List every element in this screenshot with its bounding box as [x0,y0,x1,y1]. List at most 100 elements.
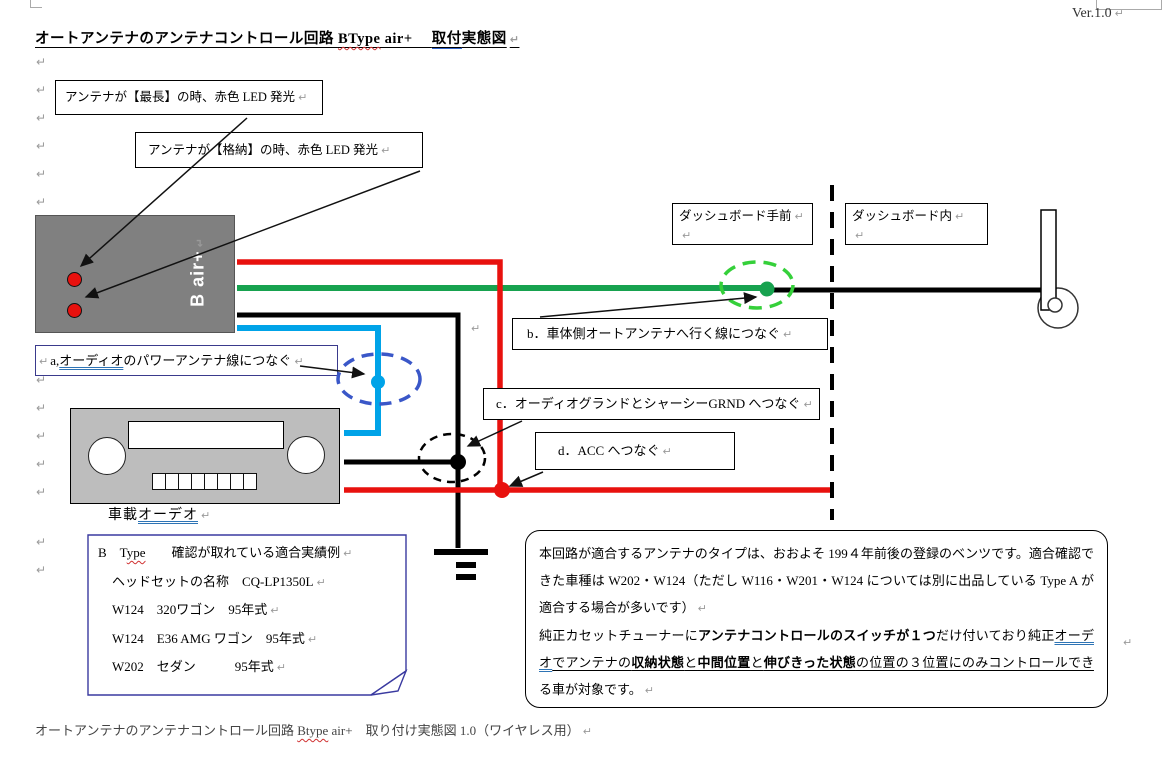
compat-list: B Type 確認が取れている適合実績例↵ ヘッドセットの名称 CQ-LP135… [98,539,398,682]
acc-junction-dot [494,482,510,498]
compat-line-text: W124 E36 AMG ワゴン 95年式 [112,630,305,646]
version-text: Ver.1.0 [1072,6,1112,21]
audio-knob-left [88,437,126,475]
label-connection-b-text: b．車体側オートアンテナへ行く線につなぐ [527,326,780,341]
text-boundary-mark [30,0,42,8]
zone-dashboard-inside: ダッシュボード内↵ ↵ [845,203,988,245]
black-highlight-ellipse [417,432,487,484]
margin-paragraph-marks-bottom: ↵ ↵ [36,528,46,584]
paragraph-mark: ↵ [36,563,47,577]
paragraph-mark: ↵ [794,210,804,223]
margin-paragraph-marks-top: ↵ ↵ ↵ ↵ ↵ ↵ [36,48,46,216]
audio-knob-right [287,436,325,474]
paragraph-mark: ↵ [36,83,47,97]
p2-seg-bold-underline: 伸びきった状態 [763,655,856,670]
p2-seg-underline: と [750,655,764,670]
compat-line: W124 E36 AMG ワゴン 95年式↵ [98,625,398,654]
paragraph-mark: ↵ [36,485,47,499]
paragraph-mark: ↵ [1114,7,1124,20]
label-connection-d: d．ACC へつなぐ↵ [535,432,735,470]
title-suffix: 実態図 [461,31,507,47]
footer-post: air+ 取り付け実態図 1.0（ワイヤレス用） [328,723,580,738]
label-connection-a-rest: のパワーアンテナ線につなぐ [123,353,292,368]
label-connection-a: ↵a,オーディオのパワーアンテナ線につなぐ↵ [35,345,338,376]
paragraph-mark: ↵ [36,401,47,415]
arrow-connection-b [539,292,758,318]
paragraph-mark: ↵ [36,373,47,387]
compat-line: W124 320ワゴン 95年式↵ [98,596,398,625]
margin-paragraph-marks-mid: ↵ ↵ ↵ ↵ ↵ [36,366,46,506]
paragraph-mark: ↵ [955,210,965,223]
paragraph-mark: ↵ [294,355,304,368]
led-stored-indicator [67,303,82,318]
zone-dashboard-front: ダッシュボード手前↵ ↵ [672,203,813,245]
paragraph-mark: ↵ [855,229,865,242]
arrow-connection-c [466,420,523,447]
p2-seg: る車が対象です。 [539,682,642,697]
main-note-paragraph-2: 純正カセットチューナーにアンテナコントロールのスイッチが１つだけ付いており純正オ… [539,622,1094,704]
audio-button [230,473,244,490]
paragraph-mark: ↵ [316,575,326,589]
p2-seg-underline: と [684,655,698,670]
label-connection-d-text: d．ACC へつなぐ [558,443,660,458]
paragraph-mark: ↵ [644,684,654,697]
callout-led-stored-text: アンテナが【格納】の時、赤色 LED 発光 [148,143,379,157]
paragraph-mark: ↵ [307,632,318,646]
main-note-box: 本回路が適合するアンテナのタイプは、おおよそ 199４年前後の登録のベンツです。… [525,530,1108,708]
paragraph-mark: ↵ [782,328,793,341]
paragraph-mark: ↵ [36,535,47,549]
p2-seg-underline: の位置の３位置にのみコントロールでき [855,655,1094,670]
audio-button [243,473,257,490]
paragraph-mark: ↵ [193,237,207,248]
compat-title-post: 確認が取れている適合実績例 [145,545,341,560]
compat-line-text: W202 セダン 95年式 [112,659,274,674]
audio-label-underlined: オーデオ [138,508,198,523]
label-connection-b: b．車体側オートアンテナへ行く線につなぐ↵ [512,318,828,350]
audio-button [152,473,166,490]
zone-dashboard-front-text: ダッシュボード手前 [679,209,792,223]
zone-dashboard-inside-text: ダッシュボード内 [852,209,953,223]
blue-junction-dot [371,375,385,389]
paragraph-mark: ↵ [36,429,47,443]
compat-line-text: ヘッドセットの名称 CQ-LP1350L [112,573,314,589]
main-note-p1-text: 本回路が適合するアンテナのタイプは、おおよそ 199４年前後の登録のベンツです。… [539,546,1094,615]
ground-symbol [434,549,488,580]
arrow-connection-d [508,471,544,487]
paragraph-mark: ↵ [662,445,672,458]
title-btype: BType [337,31,381,47]
p2-seg-bold-underline: 収納状態 [631,655,685,670]
compat-title-wavy: ype [126,545,146,560]
green-junction-dot [759,281,775,297]
paragraph-mark: ↵ [270,604,280,617]
paragraph-mark: ↵ [36,111,47,125]
p2-seg-bold-underline: 中間位置 [697,655,751,670]
audio-button [217,473,231,490]
compat-line-text: W124 320ワゴン 95年式 [112,602,268,617]
label-connection-a-audio: オーディオ [59,353,124,368]
paragraph-mark: ↵ [36,167,47,181]
paragraph-mark: ↵ [343,547,353,560]
paragraph-mark: ↵ [298,91,308,104]
paragraph-mark: ↵ [582,725,592,738]
footer-caption: オートアンテナのアンテナコントロール回路 Btype air+ 取り付け実態図 … [35,720,592,739]
header-frame-fragment [1096,0,1162,10]
paragraph-mark: ↵ [697,602,707,615]
paragraph-mark: ↵ [36,195,47,209]
audio-button [165,473,179,490]
audio-unit-label: 車載オーデオ↵ [108,504,211,524]
audio-display [128,421,284,449]
compat-title-pre: B T [98,545,127,560]
p2-seg-underline: でアンテナの [552,655,632,670]
paragraph-mark: ↵ [36,55,47,69]
p2-seg: だけ付いており純正 [936,628,1055,643]
ground-junction-dot [450,454,466,470]
paragraph-mark: ↵ [36,457,47,471]
title-toritsuke: 取付 [431,31,462,49]
compat-line: ヘッドセットの名称 CQ-LP1350L↵ [98,568,398,597]
callout-led-stored: アンテナが【格納】の時、赤色 LED 発光↵ [135,132,423,168]
callout-led-longest-text: アンテナが【最長】の時、赤色 LED 発光 [65,90,296,104]
paragraph-mark: ↵ [36,139,47,153]
audio-button [178,473,192,490]
paragraph-mark: ↵ [381,144,391,157]
